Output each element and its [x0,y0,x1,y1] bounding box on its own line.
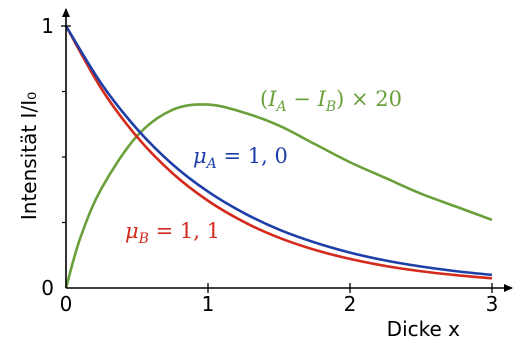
tick-layer: 0 1 2 3 0 1 [41,14,498,316]
y-tick-label-1: 1 [41,14,54,38]
series-label-difference: (IA − IB) × 20 [260,87,402,115]
y-tick-label-0: 0 [41,276,54,300]
series-label-mu-a: μA = 1, 0 [193,144,288,172]
series-label-mu-b: μB = 1, 1 [125,219,220,247]
y-axis-label: Intensität I/I₀ [17,92,41,220]
x-axis-label: Dicke x [387,317,460,341]
series-line-1 [64,25,493,280]
x-tick-label-3: 3 [486,292,499,316]
x-tick-label-1: 1 [202,292,215,316]
x-tick-label-0: 0 [60,292,73,316]
series-line-0 [64,25,493,277]
series-layer [64,25,493,289]
series-line-2 [64,103,493,289]
x-tick-label-2: 2 [344,292,357,316]
